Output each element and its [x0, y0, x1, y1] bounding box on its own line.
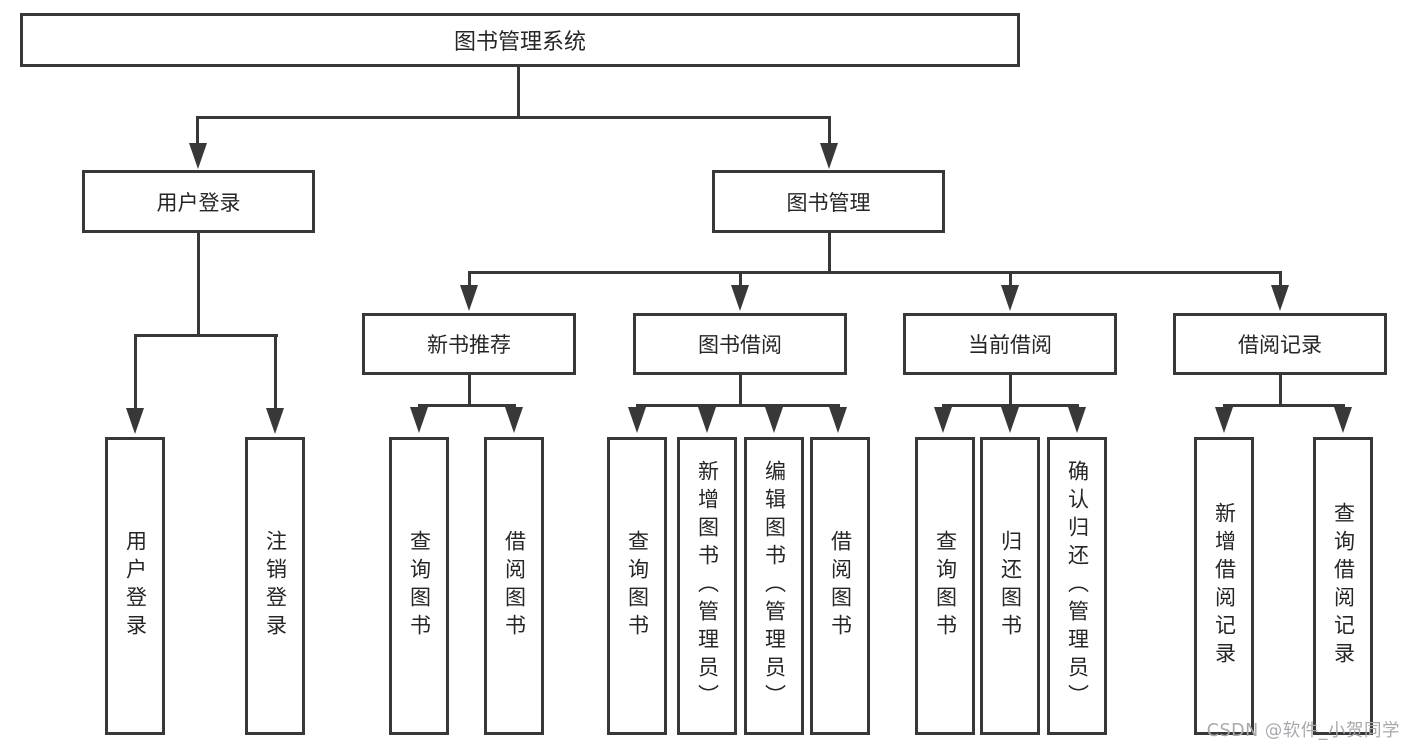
leaf-return-books: 归还图书	[980, 437, 1040, 735]
connector-line	[739, 375, 742, 407]
connector-line	[274, 334, 277, 410]
node-label: 图书管理	[786, 190, 871, 215]
leaf-query-books-current: 查询图书	[915, 437, 975, 735]
node-label: 归还图书	[998, 530, 1023, 642]
arrowhead-down	[829, 407, 847, 433]
leaf-query-books-borrow: 查询图书	[607, 437, 667, 735]
node-label: 图书管理系统	[453, 30, 586, 55]
node-label: 图书借阅	[698, 333, 782, 357]
connector-line	[739, 271, 742, 286]
connector-root-stem	[517, 67, 520, 118]
leaf-add-book-admin: 新增图书（管理员）	[677, 437, 737, 735]
arrowhead-down	[765, 407, 783, 433]
connector-branch	[418, 404, 516, 407]
arrowhead-down	[1068, 407, 1086, 433]
leaf-logout: 注销登录	[245, 437, 305, 735]
connector-branch	[1223, 404, 1345, 407]
node-label: 用户登录	[156, 190, 241, 215]
node-new-book-recommend: 新书推荐	[362, 313, 576, 375]
node-user-login: 用户登录	[82, 170, 315, 233]
watermark: CSDN @软件_小贺同学	[1206, 721, 1400, 741]
leaf-add-borrow-record: 新增借阅记录	[1194, 437, 1254, 735]
node-label: 借阅记录	[1238, 333, 1322, 357]
node-label: 查询图书	[407, 530, 432, 642]
connector-line	[1279, 271, 1282, 286]
node-label: 查询图书	[625, 530, 650, 642]
node-label: 新增借阅记录	[1212, 502, 1237, 670]
arrowhead-down	[1001, 407, 1019, 433]
arrowhead-down	[460, 285, 478, 311]
node-label: 借阅图书	[502, 530, 527, 642]
connector-line	[1009, 271, 1012, 286]
connector-line	[468, 375, 471, 407]
connector-line	[1009, 375, 1012, 407]
connector-line	[197, 233, 200, 337]
connector-line	[468, 271, 471, 286]
node-root: 图书管理系统	[20, 13, 1020, 67]
node-label: 新增图书（管理员）	[695, 460, 720, 712]
node-label: 当前借阅	[968, 333, 1052, 357]
arrowhead-down	[410, 407, 428, 433]
node-label: 查询借阅记录	[1331, 502, 1356, 670]
node-label: 注销登录	[263, 530, 288, 642]
node-book-management: 图书管理	[712, 170, 945, 233]
node-label: 查询图书	[933, 530, 958, 642]
arrowhead-down	[934, 407, 952, 433]
connector-branch	[636, 404, 840, 407]
arrowhead-down	[731, 285, 749, 311]
leaf-user-login: 用户登录	[105, 437, 165, 735]
connector-branch	[942, 404, 1079, 407]
arrowhead-down	[628, 407, 646, 433]
connector-branch	[468, 271, 1282, 274]
arrowhead-down	[820, 143, 838, 169]
arrowhead-down	[698, 407, 716, 433]
arrowhead-down	[1215, 407, 1233, 433]
arrowhead-down	[1271, 285, 1289, 311]
node-borrow-records: 借阅记录	[1173, 313, 1387, 375]
arrowhead-down	[266, 408, 284, 434]
connector-line	[1279, 375, 1282, 407]
arrowhead-down	[189, 143, 207, 169]
arrowhead-down	[1001, 285, 1019, 311]
node-book-borrow: 图书借阅	[633, 313, 847, 375]
connector-line	[196, 116, 199, 146]
leaf-borrow-books-recommend: 借阅图书	[484, 437, 544, 735]
connector-branch	[134, 334, 278, 337]
arrowhead-down	[505, 407, 523, 433]
connector-line	[828, 233, 831, 274]
node-label: 借阅图书	[828, 530, 853, 642]
leaf-query-borrow-record: 查询借阅记录	[1313, 437, 1373, 735]
node-label: 用户登录	[123, 530, 148, 642]
connector-line	[134, 334, 137, 410]
arrowhead-down	[126, 408, 144, 434]
connector-line	[828, 116, 831, 146]
node-label: 确认归还（管理员）	[1065, 460, 1090, 712]
leaf-borrow-books-borrow: 借阅图书	[810, 437, 870, 735]
connector-root-branch	[196, 116, 831, 119]
node-label: 编辑图书（管理员）	[762, 460, 787, 712]
arrowhead-down	[1334, 407, 1352, 433]
leaf-edit-book-admin: 编辑图书（管理员）	[744, 437, 804, 735]
node-current-borrow: 当前借阅	[903, 313, 1117, 375]
leaf-query-books-recommend: 查询图书	[389, 437, 449, 735]
leaf-confirm-return-admin: 确认归还（管理员）	[1047, 437, 1107, 735]
node-label: 新书推荐	[427, 333, 511, 357]
